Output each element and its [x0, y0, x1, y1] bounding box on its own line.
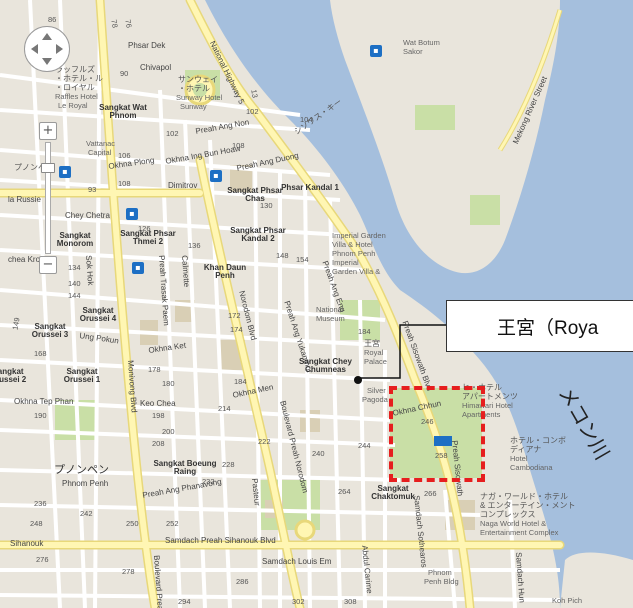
- bus-stop-icon[interactable]: ▪: [126, 208, 138, 220]
- zoom-control[interactable]: + −: [34, 122, 60, 274]
- callout-box: 王宮（Roya: [446, 300, 633, 352]
- koh-pich-land: [560, 552, 633, 608]
- royal-palace-highlight: [389, 386, 485, 482]
- bus-stop-icon[interactable]: ▪: [132, 262, 144, 274]
- park: [470, 195, 500, 225]
- bus-stop-icon[interactable]: ▪: [370, 45, 382, 57]
- bus-stop-icon[interactable]: ▪: [59, 166, 71, 178]
- major-roads: [0, 0, 565, 608]
- royal-palace-dot: [354, 376, 362, 384]
- callout-text: 王宮（Roya: [497, 318, 599, 339]
- zoom-out-button[interactable]: −: [39, 256, 57, 274]
- blue-marker-icon[interactable]: [434, 436, 452, 446]
- minor-roads: [0, 0, 561, 608]
- fuel-icon[interactable]: ▪: [210, 170, 222, 182]
- callout-pointer: [358, 324, 446, 379]
- building-block: [230, 165, 252, 195]
- pan-control[interactable]: [24, 26, 70, 72]
- island-land: [330, 0, 560, 274]
- pan-arrows-icon: [31, 33, 63, 65]
- zoom-slider-thumb[interactable]: [41, 163, 55, 173]
- zoom-slider-track[interactable]: [41, 142, 55, 254]
- zoom-in-button[interactable]: +: [39, 122, 57, 140]
- building-block: [300, 410, 320, 432]
- park: [415, 105, 455, 130]
- roundabout: [294, 519, 316, 541]
